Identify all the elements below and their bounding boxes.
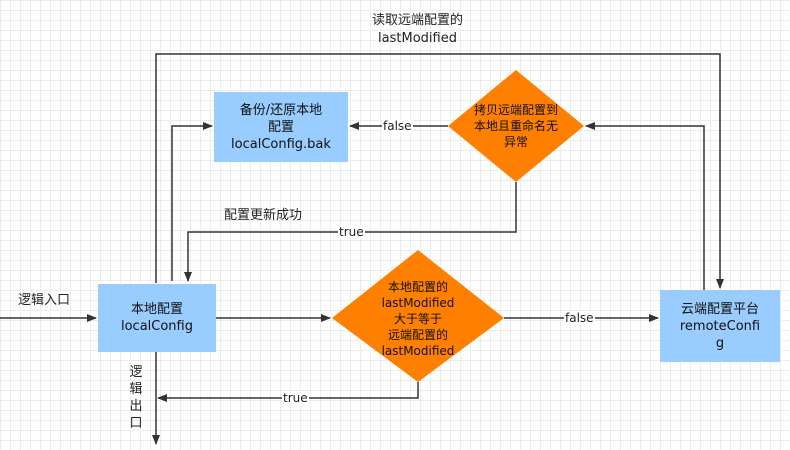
remote-config-line-2: remoteConfi [679, 318, 761, 334]
remote-config-line-3: g [715, 335, 725, 351]
compare-false-label: false [564, 311, 595, 325]
logic-exit-char-3: 出 [129, 399, 143, 414]
compare-decision-line-4: 远端配置的 [387, 328, 448, 342]
read-remote-label: 读取远端配置的 lastModified [372, 12, 463, 48]
compare-decision-line-5: lastModified [381, 344, 455, 358]
copy-decision-line-3: 异常 [503, 135, 528, 149]
read-remote-label-line-2: lastModified [378, 31, 457, 46]
copy-decision-line-1: 拷贝远端配置到 [473, 103, 558, 117]
backup-node-line-3: localConfig.bak [231, 136, 331, 152]
backup-node: 备份/还原本地 配置 localConfig.bak [214, 92, 348, 162]
logic-exit-label: 逻 辑 出 口 [128, 364, 144, 432]
compare-true-label: true [282, 391, 309, 405]
logic-entry-label: 逻辑入口 [18, 293, 71, 308]
remote-config-line-1: 云端配置平台 [680, 301, 759, 317]
remote-config-node: 云端配置平台 remoteConfi g [660, 290, 780, 362]
backup-node-line-2: 配置 [267, 119, 294, 135]
copy-true-label: true [338, 225, 365, 239]
update-success-label: 配置更新成功 [224, 208, 303, 223]
compare-decision-line-2: lastModified [381, 296, 455, 310]
compare-true-connector [157, 382, 419, 402]
local-config-line-1: 本地配置 [130, 302, 183, 317]
logic-exit-char-2: 辑 [129, 382, 143, 397]
logic-exit-char-1: 逻 [129, 365, 143, 380]
copy-decision-line-2: 本地且重命名无 [473, 119, 558, 133]
compare-decision-line-3: 大于等于 [393, 312, 442, 326]
read-remote-label-line-1: 读取远端配置的 [372, 13, 464, 28]
local-config-line-2: localConfig [120, 319, 193, 334]
compare-decision-line-1: 本地配置的 [387, 280, 448, 294]
compare-decision-diamond [332, 250, 504, 382]
copy-decision-diamond [448, 70, 584, 182]
logic-exit-char-4: 口 [129, 416, 143, 431]
backup-node-line-1: 备份/还原本地 [239, 102, 323, 118]
local-config-node: 本地配置 localConfig [98, 284, 216, 352]
local-to-backup-connector [171, 122, 213, 281]
copy-false-label: false [382, 119, 413, 133]
copy-decision-text: 拷贝远端配置到 本地且重命名无 异常 [458, 96, 574, 156]
compare-decision-text: 本地配置的 lastModified 大于等于 远端配置的 lastModifi… [350, 276, 486, 362]
remote-to-copy-connector [585, 122, 705, 290]
read-remote-connector [155, 53, 724, 289]
